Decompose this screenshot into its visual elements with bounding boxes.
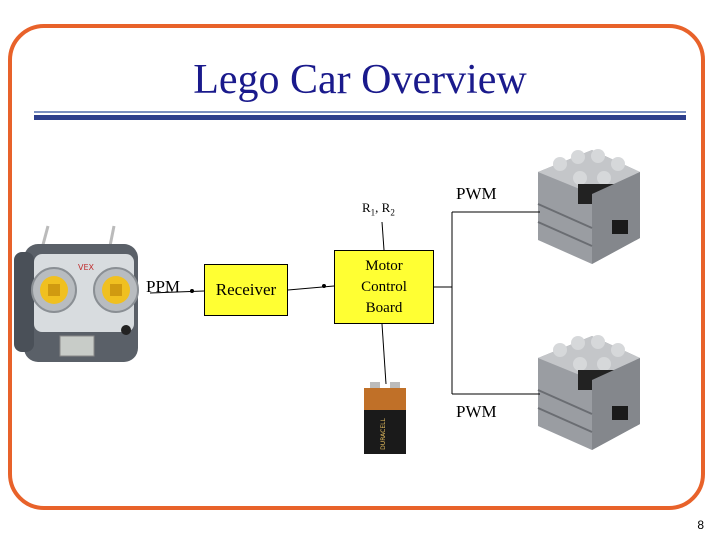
page-number: 8 <box>697 518 704 532</box>
ppm-label: PPM <box>146 277 181 296</box>
receiver-box: Receiver <box>204 264 288 316</box>
mcb-label-line3: Board <box>365 299 403 316</box>
slide-title: Lego Car Overview <box>193 57 527 103</box>
receiver-label: Receiver <box>215 280 277 299</box>
lego-motor-icon <box>537 149 640 264</box>
motor-control-board-box: Motor Control Board <box>334 250 434 324</box>
battery-icon: DURACELL <box>364 382 406 454</box>
lego-motor-icon <box>537 335 640 450</box>
svg-text:VEX: VEX <box>78 263 95 272</box>
title-underline <box>34 111 686 120</box>
mcb-label-line1: Motor <box>365 257 403 274</box>
svg-text:DURACELL: DURACELL <box>380 418 387 450</box>
pwm-label-top: PWM <box>456 184 497 203</box>
remote-controller-icon: VEX <box>14 225 139 362</box>
slide-frame <box>8 24 705 510</box>
resistor-label: R1, R2 <box>362 200 395 218</box>
pwm-label-bottom: PWM <box>456 402 497 421</box>
mcb-label-line2: Control <box>361 278 407 295</box>
